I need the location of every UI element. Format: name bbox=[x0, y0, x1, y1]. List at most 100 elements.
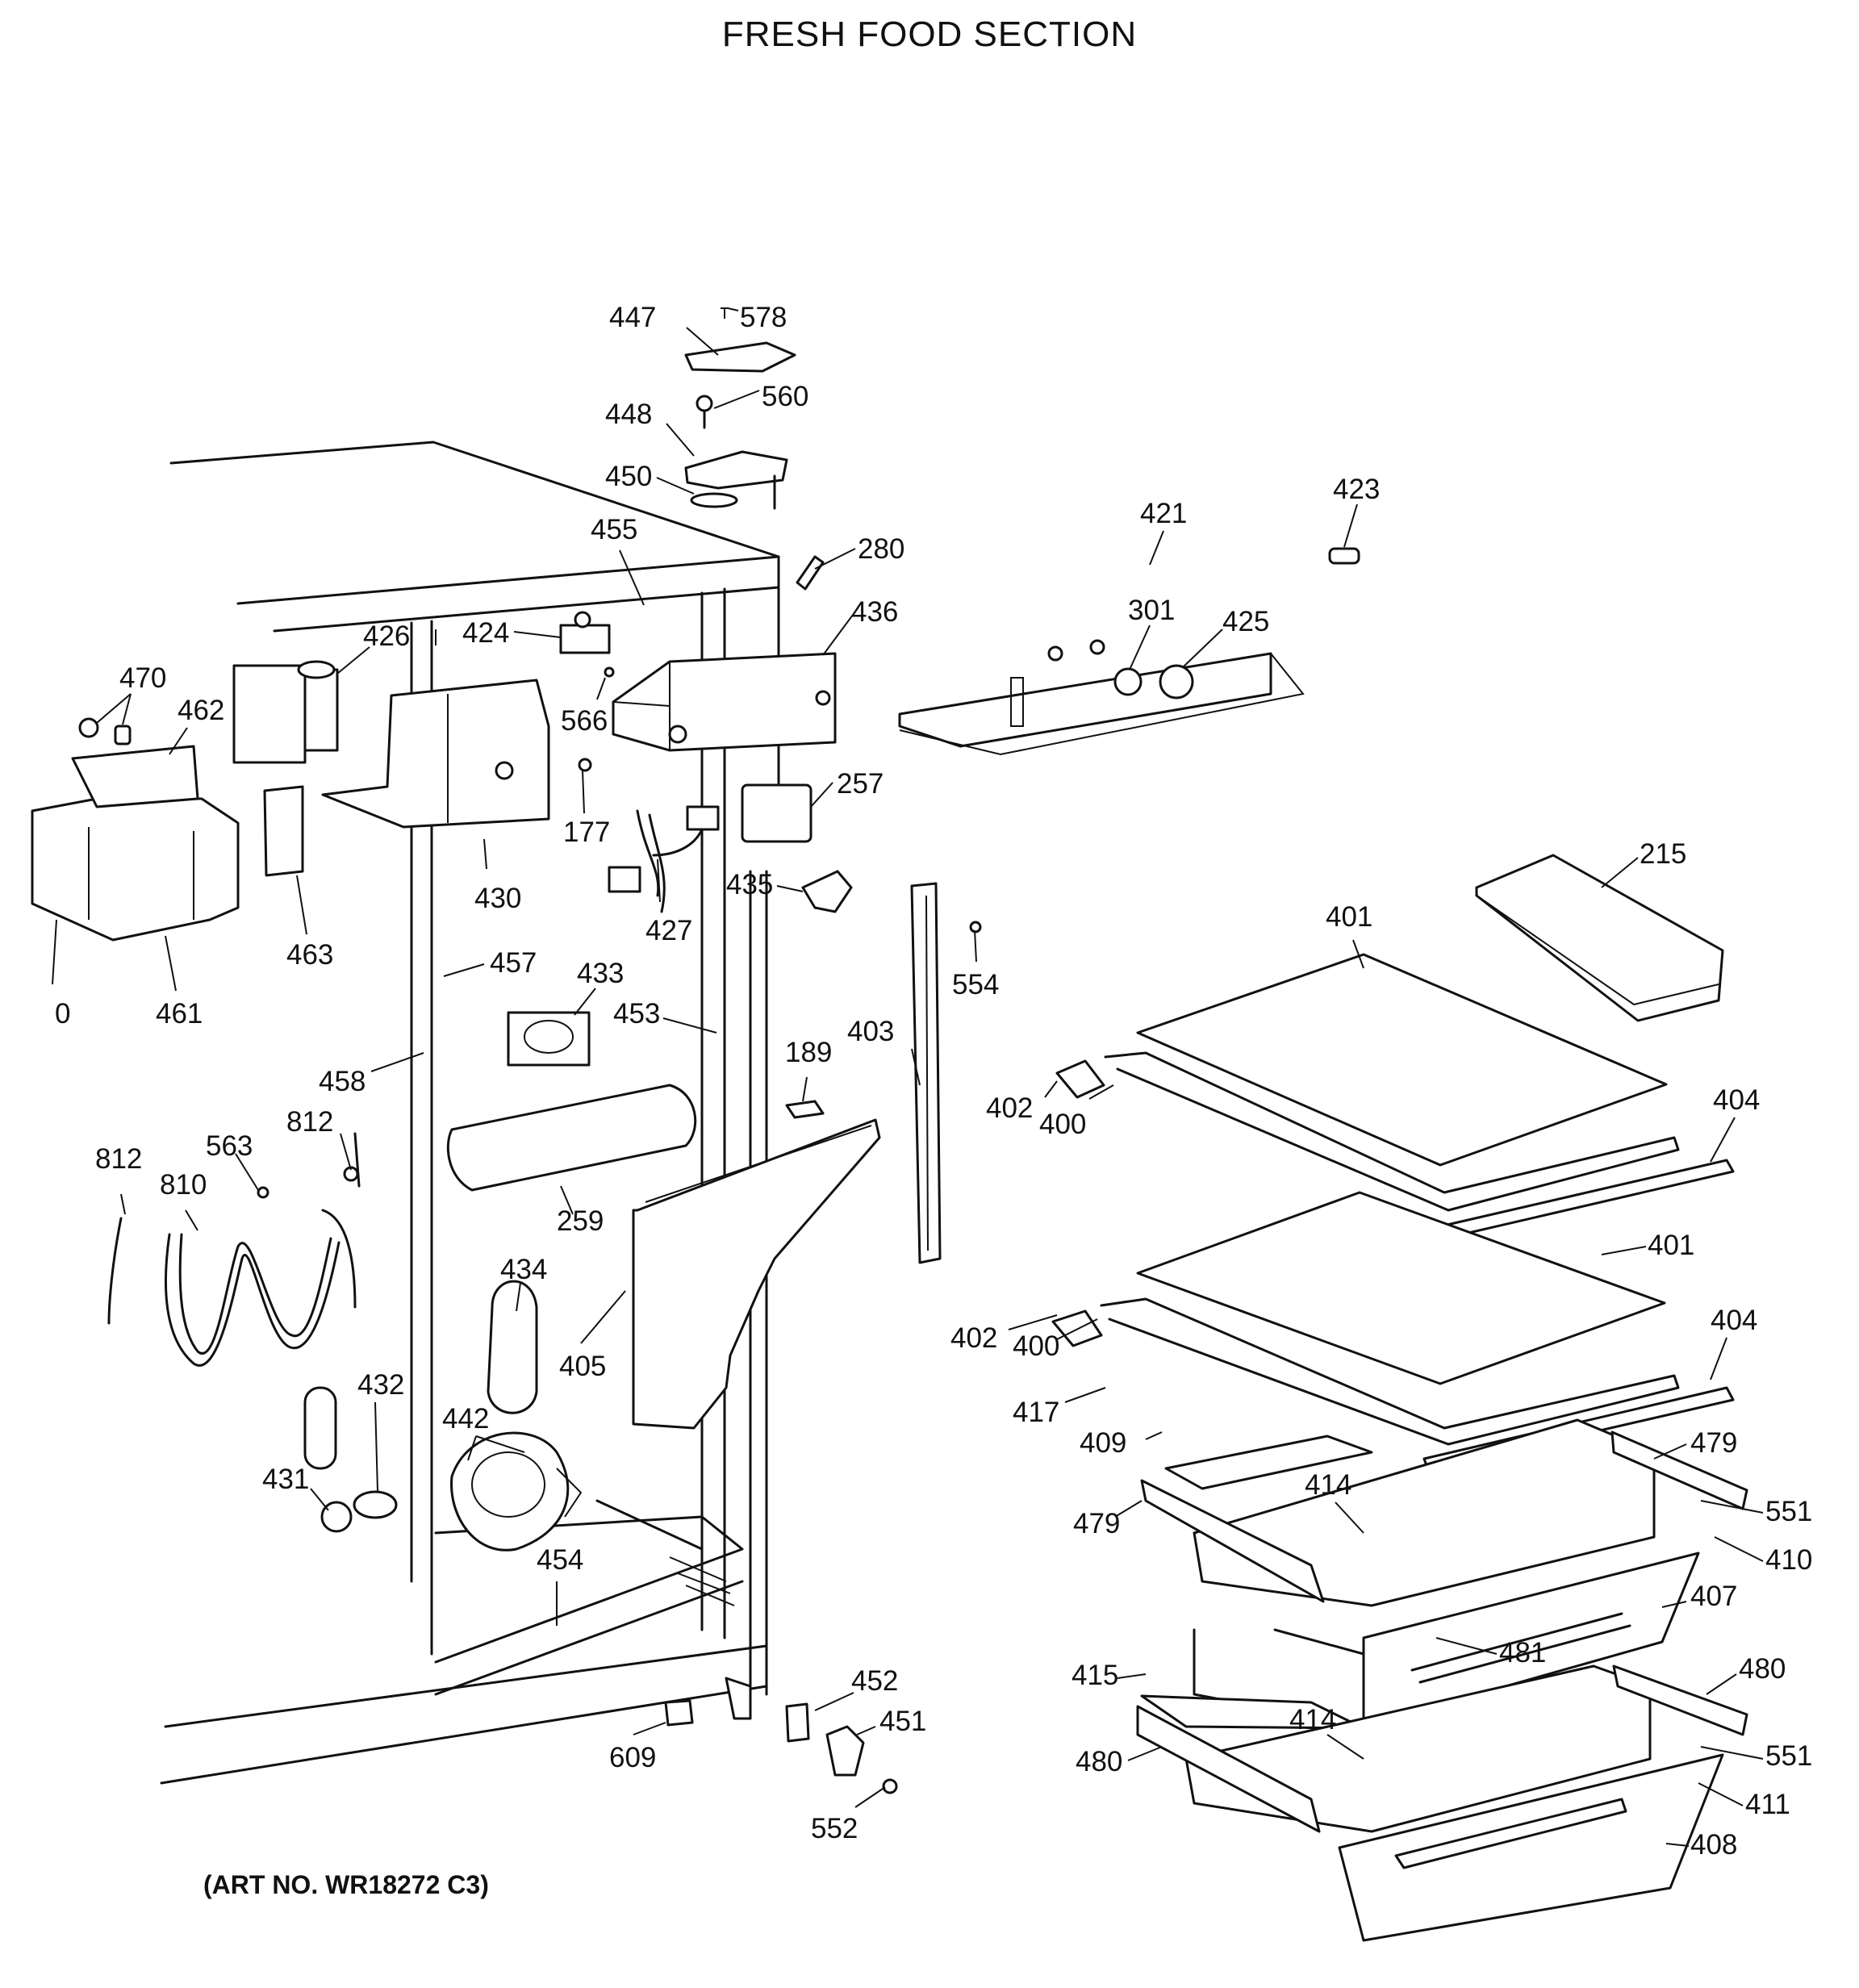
clip-435 bbox=[801, 870, 853, 913]
callout-414-lower: 414 bbox=[1289, 1704, 1336, 1735]
diagram-title: FRESH FOOD SECTION bbox=[721, 15, 1138, 54]
timer-257 bbox=[741, 783, 813, 843]
callout-551-upper: 551 bbox=[1765, 1496, 1812, 1527]
callout-403: 403 bbox=[847, 1016, 894, 1047]
callout-421: 421 bbox=[1140, 498, 1187, 529]
shelf-ladder-403 bbox=[910, 882, 942, 1264]
callout-426: 426 bbox=[363, 620, 410, 652]
callout-451: 451 bbox=[879, 1706, 926, 1737]
bracket-463 bbox=[263, 785, 304, 877]
art-number: (ART NO. WR18272 C3) bbox=[203, 1870, 489, 1899]
callout-479-left: 479 bbox=[1073, 1508, 1120, 1539]
callout-462: 462 bbox=[178, 695, 224, 726]
lamp-423 bbox=[1328, 547, 1360, 565]
callout-442: 442 bbox=[442, 1403, 489, 1435]
callout-463: 463 bbox=[286, 939, 333, 971]
callout-609: 609 bbox=[609, 1742, 656, 1773]
callout-810: 810 bbox=[160, 1169, 207, 1201]
callout-411: 411 bbox=[1745, 1789, 1790, 1820]
callout-481: 481 bbox=[1499, 1637, 1546, 1668]
switch-424 bbox=[559, 611, 611, 654]
shelf-upper-401 bbox=[1055, 953, 1735, 1240]
callout-402-lower: 402 bbox=[950, 1322, 997, 1354]
callout-215: 215 bbox=[1640, 838, 1686, 870]
callout-480-right: 480 bbox=[1739, 1653, 1786, 1685]
callout-404-upper: 404 bbox=[1713, 1084, 1760, 1116]
callout-259: 259 bbox=[557, 1205, 604, 1237]
callout-189: 189 bbox=[785, 1037, 832, 1068]
screws-470 bbox=[78, 717, 132, 746]
callout-551-lower: 551 bbox=[1765, 1740, 1812, 1772]
callout-177: 177 bbox=[563, 816, 610, 848]
callout-431: 431 bbox=[262, 1464, 309, 1495]
heater-810 bbox=[107, 1132, 361, 1367]
grille-434 bbox=[487, 1280, 538, 1414]
callout-479-right: 479 bbox=[1690, 1427, 1737, 1459]
callout-436: 436 bbox=[851, 596, 898, 628]
callout-470: 470 bbox=[119, 662, 166, 694]
callout-410: 410 bbox=[1765, 1544, 1812, 1576]
crisper-upper-407 bbox=[1140, 1418, 1748, 1728]
callout-447: 447 bbox=[609, 302, 656, 333]
clip-189 bbox=[785, 1100, 825, 1119]
light-socket-280 bbox=[796, 555, 825, 591]
callout-417: 417 bbox=[1013, 1397, 1059, 1428]
hinge-bracket-448 bbox=[684, 450, 788, 510]
callout-0: 0 bbox=[55, 998, 70, 1030]
harness-427 bbox=[608, 805, 720, 913]
callout-405: 405 bbox=[559, 1351, 606, 1382]
callout-563: 563 bbox=[206, 1130, 253, 1162]
callout-812-left: 812 bbox=[95, 1143, 142, 1175]
fan-assembly-442 bbox=[450, 1431, 583, 1552]
callout-432: 432 bbox=[357, 1369, 404, 1401]
callout-401-upper: 401 bbox=[1326, 901, 1372, 933]
callout-257: 257 bbox=[837, 768, 884, 800]
callout-434: 434 bbox=[500, 1254, 547, 1285]
callout-450: 450 bbox=[605, 461, 652, 492]
callout-425: 425 bbox=[1222, 606, 1269, 637]
callout-424: 424 bbox=[462, 617, 509, 649]
meat-keeper-bin-215 bbox=[1475, 854, 1724, 1022]
cover-259 bbox=[446, 1084, 697, 1192]
callout-430: 430 bbox=[474, 883, 521, 914]
callout-457: 457 bbox=[490, 947, 537, 979]
callout-423: 423 bbox=[1333, 474, 1380, 505]
control-panel-421 bbox=[898, 639, 1305, 756]
callout-407: 407 bbox=[1690, 1581, 1737, 1612]
callout-404-lower: 404 bbox=[1711, 1305, 1757, 1336]
callout-453: 453 bbox=[613, 998, 660, 1030]
damper-housing-426 bbox=[232, 660, 339, 764]
callout-402-upper: 402 bbox=[986, 1092, 1033, 1124]
bracket-462 bbox=[71, 745, 199, 808]
callout-448: 448 bbox=[605, 399, 652, 430]
callout-552: 552 bbox=[811, 1813, 858, 1844]
callout-560: 560 bbox=[762, 381, 808, 412]
callout-458: 458 bbox=[319, 1066, 366, 1097]
callout-400-upper: 400 bbox=[1039, 1109, 1086, 1140]
callout-452: 452 bbox=[851, 1665, 898, 1697]
callout-566: 566 bbox=[561, 705, 608, 737]
lens-431-432 bbox=[303, 1386, 398, 1533]
callout-427: 427 bbox=[645, 915, 692, 946]
control-knob-425 bbox=[1159, 664, 1194, 700]
hinge-screw-560 bbox=[696, 395, 713, 429]
callout-labels: 447 578 448 560 450 455 280 421 423 424 … bbox=[55, 302, 1812, 1861]
leader-lines bbox=[52, 307, 1764, 1847]
callout-480-left: 480 bbox=[1076, 1746, 1122, 1777]
shelf-lower-401 bbox=[1051, 1191, 1735, 1472]
callout-400-lower: 400 bbox=[1013, 1330, 1059, 1362]
air-duct-405 bbox=[632, 1118, 881, 1430]
callout-812-right: 812 bbox=[286, 1106, 333, 1138]
duct-frame-461 bbox=[31, 797, 240, 942]
damper-cover-430 bbox=[321, 679, 550, 829]
control-knob-301 bbox=[1113, 667, 1143, 696]
misc-parts bbox=[257, 666, 982, 1794]
callout-454: 454 bbox=[537, 1544, 583, 1576]
callout-408: 408 bbox=[1690, 1829, 1737, 1861]
callout-301: 301 bbox=[1128, 595, 1175, 626]
fan-433 bbox=[507, 1011, 591, 1067]
hinge-cover-447 bbox=[684, 307, 796, 373]
callout-401-lower: 401 bbox=[1648, 1230, 1694, 1261]
